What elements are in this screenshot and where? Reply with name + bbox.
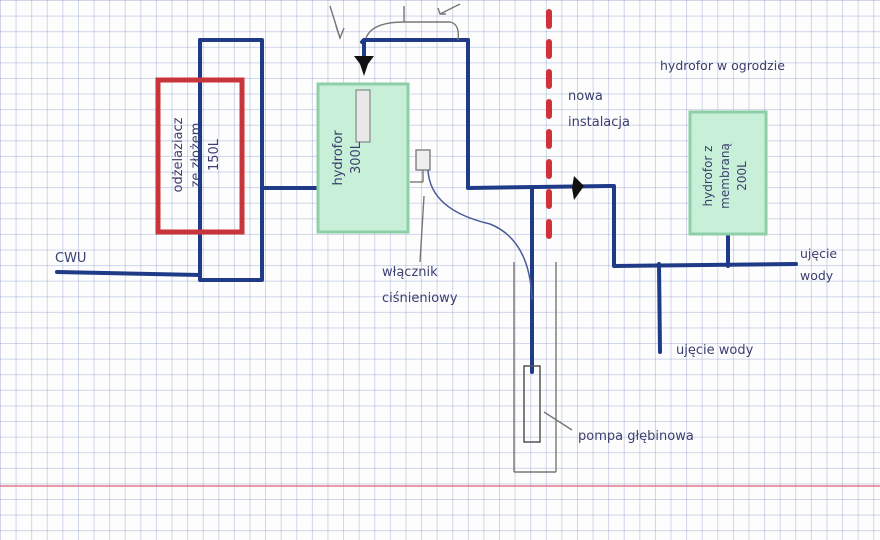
switch-label-line2: ciśnieniowy	[382, 291, 458, 306]
water-outlet-bottom-label: ujęcie wody	[676, 343, 754, 358]
deep-well-pump	[523, 365, 541, 443]
hydrofor-200-label-line1: hydrofor z	[701, 146, 715, 207]
hydrofor-300-inner-pipe	[355, 89, 371, 143]
pipe-network	[55, 38, 798, 374]
water-outlet-right-line2: wody	[800, 268, 834, 283]
water-outlet-right-line1: ujęcie	[800, 246, 837, 261]
cwu-label: CWU	[55, 251, 86, 266]
top-pencil-sketch	[329, 3, 461, 41]
switch-label-line1: włącznik	[382, 265, 438, 280]
softener-label-line1: odżelaziacz	[171, 117, 186, 192]
hydrofor-200-label-line2: membraną	[718, 143, 732, 209]
softener-label-line2: ze złożem	[189, 123, 204, 188]
hydrofor-300-label-group: hydrofor 300L	[331, 130, 364, 186]
new-install-label-line1: nowa	[568, 89, 603, 104]
hydrofor-300-label-line1: hydrofor	[331, 130, 346, 186]
softener-tank	[155, 77, 245, 235]
well-borehole	[513, 262, 557, 473]
hydrofor-200-label-line3: 200L	[735, 161, 749, 191]
check-valve-right	[572, 176, 584, 200]
pressure-switch-cable	[427, 169, 533, 301]
softener-label-line3: 150L	[207, 138, 222, 171]
pressure-switch	[415, 149, 431, 171]
new-install-label-line2: instalacja	[568, 115, 630, 130]
hydrofor-200-label-group: hydrofor z membraną 200L	[701, 143, 749, 209]
switch-label-pointer	[419, 195, 425, 263]
softener-label-group: odżelaziacz ze złożem 150L	[171, 117, 222, 192]
hydrofor-300-label-line2: 300L	[349, 141, 364, 174]
check-valve-top	[354, 56, 374, 76]
garden-hydrofor-label: hydrofor w ogrodzie	[660, 58, 785, 73]
pump-label-pointer	[543, 411, 573, 431]
hydrofor-200-tank	[688, 110, 768, 236]
pump-label: pompa głębinowa	[578, 429, 694, 444]
